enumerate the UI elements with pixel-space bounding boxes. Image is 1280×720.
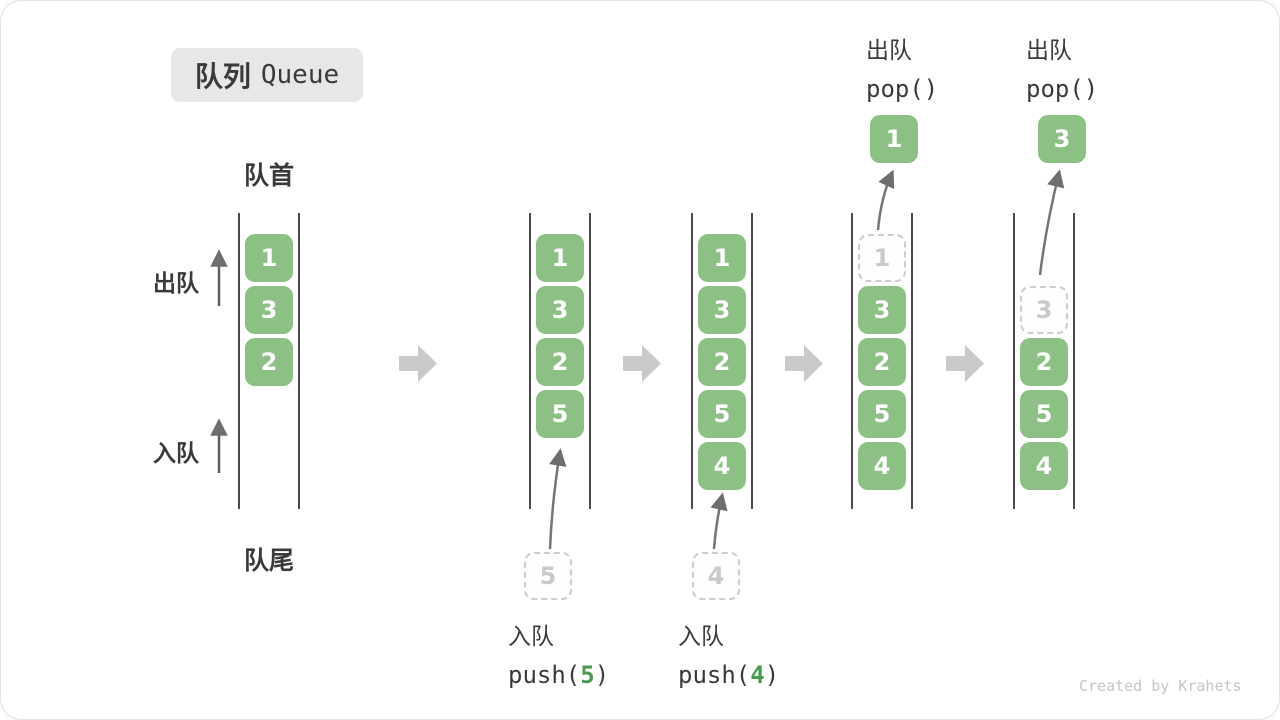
pending-enqueue-box: 4 xyxy=(692,552,740,600)
op-pop1-code: pop() xyxy=(866,75,939,103)
queue-item: 3 xyxy=(858,286,906,334)
queue-front-label: 队首 xyxy=(243,161,294,190)
queue-item: 2 xyxy=(1020,338,1068,386)
queue-item: 4 xyxy=(698,442,746,490)
state-transition-arrow-icon xyxy=(399,345,437,382)
queue-item: 5 xyxy=(536,390,584,438)
queue-item: 1 xyxy=(245,234,293,282)
op-pop2-label: 出队 xyxy=(1026,38,1072,64)
op-code-text: push( xyxy=(678,661,751,689)
queue-item: 2 xyxy=(698,338,746,386)
op-code-text: ) xyxy=(594,661,610,689)
op-push4-label: 入队 xyxy=(678,624,724,650)
queue-item: 3 xyxy=(698,286,746,334)
op-push5-code: push(5) xyxy=(508,661,609,689)
state-transition-arrow-icon xyxy=(946,345,984,382)
op-pop1-label: 出队 xyxy=(866,38,912,64)
op-push4-group: 入队 push(4) xyxy=(678,617,779,689)
op-code-arg: 5 xyxy=(580,661,595,689)
watermark: Created by Krahets xyxy=(1079,677,1242,695)
queue-item-popped-placeholder: 3 xyxy=(1020,286,1068,334)
enqueue-direction-label: 入队 xyxy=(153,441,199,467)
dequeue-direction-label: 出队 xyxy=(153,271,199,297)
pending-enqueue-box: 5 xyxy=(524,552,572,600)
queue-rails-state1 xyxy=(238,213,300,509)
popped-value-box: 3 xyxy=(1038,115,1086,163)
queue-item: 3 xyxy=(536,286,584,334)
op-push4-code: push(4) xyxy=(678,661,779,689)
title-en: Queue xyxy=(260,60,340,90)
op-push5-group: 入队 push(5) xyxy=(508,617,609,689)
queue-item: 4 xyxy=(858,442,906,490)
queue-rails-state3 xyxy=(691,213,753,509)
queue-rails-state5 xyxy=(1013,213,1075,509)
state-transition-arrow-icon xyxy=(623,345,661,382)
popped-value-box: 1 xyxy=(870,115,918,163)
queue-item: 1 xyxy=(536,234,584,282)
op-code-text: push( xyxy=(508,661,581,689)
queue-item: 2 xyxy=(858,338,906,386)
queue-rails-state2 xyxy=(529,213,591,509)
op-push5-label: 入队 xyxy=(508,624,554,650)
op-code-text: ) xyxy=(764,661,780,689)
queue-item: 5 xyxy=(698,390,746,438)
queue-item: 3 xyxy=(245,286,293,334)
queue-item-popped-placeholder: 1 xyxy=(858,234,906,282)
op-pop2-group: 出队 pop() xyxy=(1026,31,1098,103)
title-zh: 队列 xyxy=(194,60,251,93)
op-pop2-code: pop() xyxy=(1026,75,1099,103)
queue-item: 2 xyxy=(536,338,584,386)
title-badge: 队列 Queue xyxy=(171,48,363,102)
queue-item: 1 xyxy=(698,234,746,282)
state-transition-arrow-icon xyxy=(785,345,823,382)
op-pop1-group: 出队 pop() xyxy=(866,31,938,103)
op-code-arg: 4 xyxy=(750,661,765,689)
queue-item: 5 xyxy=(858,390,906,438)
queue-rails-state4 xyxy=(851,213,913,509)
queue-item: 4 xyxy=(1020,442,1068,490)
queue-item: 5 xyxy=(1020,390,1068,438)
queue-item: 2 xyxy=(245,338,293,386)
queue-rear-label: 队尾 xyxy=(243,546,294,575)
